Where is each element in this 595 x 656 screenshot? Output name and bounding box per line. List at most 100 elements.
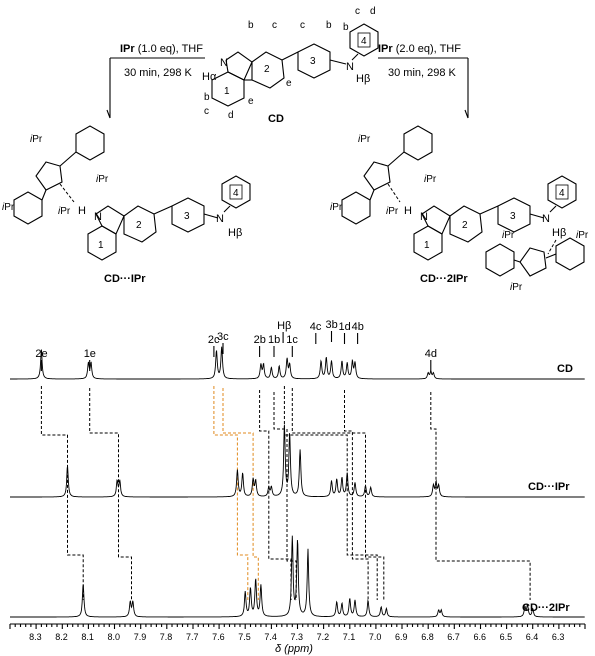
spectrum-line-2 [10,535,585,618]
x-tick-label: 7.3 [291,632,304,642]
x-axis-title: δ (ppm) [275,643,313,655]
cd-n-alpha: N [220,57,228,69]
cd-proton-b2: b [248,20,254,31]
correlation-line-orange-0 [213,386,249,600]
peak-label-1d: 1d [339,321,351,333]
x-tick-label: 6.7 [447,632,460,642]
ring-label-2: 2 [264,64,270,75]
cd2ipr-n-beta: N [542,213,550,225]
peak-label-4c: 4c [310,321,322,333]
ipr2-label-3: iPr [510,282,523,293]
ring-label-3: 3 [310,56,316,67]
peak-label-1b: 1b [268,334,280,346]
peak-label-2b: 2b [254,334,266,346]
cd-compound-label: CD [268,113,284,125]
cdipr-ring-1: 1 [98,240,104,251]
x-tick-label: 6.9 [395,632,408,642]
cd-proton-d4: d [370,6,376,17]
correlation-line-5 [291,388,385,600]
ipr-left-label-1: iPr [30,134,43,145]
cdipr-n-beta: N [216,213,224,225]
x-tick-label: 7.2 [317,632,330,642]
x-tick-label: 7.0 [369,632,382,642]
cd-proton-c1: c [204,106,209,117]
spectrum-line-0 [10,346,585,380]
ipr-right-label-4: iPr [386,206,399,217]
x-tick-label: 8.1 [81,632,94,642]
x-tick-label: 7.5 [238,632,251,642]
cdipr-ring-2: 2 [136,220,142,231]
ipr2-label-2: iPr [576,230,589,241]
x-tick-label: 8.0 [108,632,121,642]
product-right-label: CD···2IPr [420,273,468,285]
cd-proton-b4: b [343,22,349,33]
peak-label-2e: 2e [35,348,47,360]
cdipr-n-alpha: N [94,211,102,223]
correlation-line-6 [344,390,369,600]
cd-proton-b3: b [326,20,332,31]
correlation-line-3 [273,392,297,600]
x-tick-label: 7.1 [343,632,356,642]
ring-label-4: 4 [361,36,367,47]
ipr2-label-1: iPr [502,230,515,241]
cd2ipr-ring-3: 3 [510,211,516,222]
peak-label-3c: 3c [217,331,229,343]
reaction-scheme: IPr (1.0 eq), THF 30 min, 298 K IPr (2.0… [2,6,589,293]
x-tick-label: 6.4 [526,632,539,642]
correlation-line-orange-1 [222,388,259,600]
ring-label-1: 1 [224,86,230,97]
cd-proton-c3: c [300,20,305,31]
correlation-line-7 [430,392,531,600]
peak-correlation-lines [40,386,531,600]
peak-label-1e: 1e [84,348,96,360]
peak-label-H: Hβ [277,320,291,332]
x-tick-label: 8.3 [29,632,42,642]
ipr-right-label-3: iPr [330,202,343,213]
cd2ipr-ring-2: 2 [462,220,468,231]
right-reagent: IPr (2.0 eq), THF [378,43,461,55]
left-reaction-arrow: IPr (1.0 eq), THF 30 min, 298 K [106,43,205,119]
cdipr-h-beta: Hβ [228,227,242,239]
cdipr-h-alpha: H [78,205,86,217]
cd-proton-c2: c [272,20,277,31]
ipr-left-label-2: iPr [96,174,109,185]
x-tick-label: 7.6 [212,632,225,642]
cd-proton-e2: e [286,78,292,89]
right-reaction-arrow: IPr (2.0 eq), THF 30 min, 298 K [378,43,469,119]
right-conditions: 30 min, 298 K [388,67,457,79]
peak-label-1c: 1c [286,334,298,346]
cd2ipr-h-alpha: H [404,205,412,217]
ipr-left-label-3: iPr [2,202,15,213]
left-conditions: 30 min, 298 K [124,67,193,79]
cd-proton-b1: b [204,92,210,103]
correlation-line-2 [259,390,292,600]
cd-ipr-complex: iPr iPr iPr iPr N Hβ N H 1 2 3 4 CD···IP… [2,125,251,285]
series-label-cd-ipr: CD···IPr [528,481,570,493]
cd-proton-c4: c [355,6,360,17]
x-tick-label: 7.4 [264,632,277,642]
cd-n-beta: N [346,61,354,73]
cd2ipr-h-beta: Hβ [552,227,566,239]
ipr-right-label-2: iPr [424,174,437,185]
cd-proton-e1: e [248,96,254,107]
x-tick-label: 7.9 [134,632,147,642]
cd-h-beta: Hβ [356,73,370,85]
product-left-label: CD···IPr [104,273,146,285]
correlation-line-4 [283,386,378,600]
cd2ipr-n-alpha: N [420,211,428,223]
peak-label-4d: 4d [425,348,437,360]
x-tick-label: 7.7 [186,632,199,642]
peak-label-2c: 2c [208,334,220,346]
cd-proton-d1: d [228,110,234,121]
x-tick-label: 6.6 [474,632,487,642]
correlation-line-1 [89,388,132,600]
series-label-cd: CD [557,363,573,375]
x-tick-label: 8.2 [55,632,68,642]
x-tick-label: 6.8 [421,632,434,642]
cdipr-ring-4: 4 [233,188,239,199]
cd2ipr-ring-4: 4 [559,188,565,199]
cd2ipr-ring-1: 1 [424,240,430,251]
